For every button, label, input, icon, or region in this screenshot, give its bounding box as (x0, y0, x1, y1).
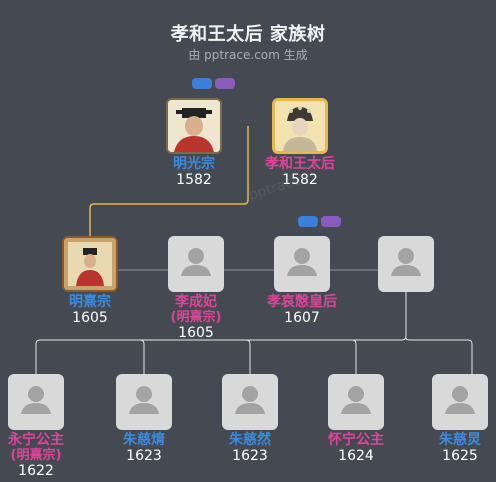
portrait-image (272, 98, 328, 154)
toggle-right-icon[interactable] (321, 216, 341, 227)
person-year: 1582 (282, 172, 318, 188)
emperor-portrait-icon (64, 238, 116, 290)
toggle-left-icon[interactable] (192, 78, 212, 89)
person-year: 1607 (284, 310, 320, 326)
person-year: 1624 (338, 448, 374, 464)
person-node-lichengfei[interactable]: 李成妃 (明熹宗) 1605 (146, 236, 246, 341)
portrait-image (62, 236, 118, 292)
person-year: 1605 (178, 325, 214, 341)
person-year: 1605 (72, 310, 108, 326)
person-name: 明熹宗 (69, 294, 111, 310)
person-node-ciyu[interactable]: 朱慈焴 1623 (94, 374, 194, 464)
person-silhouette-icon (235, 386, 265, 414)
toggle-right-icon[interactable] (215, 78, 235, 89)
child-link-trunk (35, 292, 407, 374)
person-silhouette-icon (21, 386, 51, 414)
portrait-placeholder (8, 374, 64, 430)
portrait-placeholder (432, 374, 488, 430)
person-year: 1623 (126, 448, 162, 464)
portrait-placeholder (328, 374, 384, 430)
person-silhouette-icon (341, 386, 371, 414)
person-silhouette-icon (445, 386, 475, 414)
person-node-ciran[interactable]: 朱慈然 1623 (200, 374, 300, 464)
person-name: 永宁公主 (8, 432, 64, 448)
person-silhouette-icon (287, 248, 317, 276)
person-node-xiaoai[interactable]: 孝哀慤皇后 1607 (252, 236, 352, 326)
person-name: 怀宁公主 (328, 432, 384, 448)
person-name: 孝哀慤皇后 (267, 294, 337, 310)
child-link-line (139, 339, 145, 374)
person-node-yongning[interactable]: 永宁公主 (明熹宗) 1622 (0, 374, 86, 479)
person-node-minguangzong[interactable]: 明光宗 1582 (144, 98, 244, 188)
portrait-image (166, 98, 222, 154)
page-title: 孝和王太后 家族树 (170, 24, 326, 45)
person-node-mingxizong[interactable]: 明熹宗 1605 (40, 236, 140, 326)
person-name: 明光宗 (173, 156, 215, 172)
person-node-unknown[interactable] (356, 236, 456, 292)
emperor-portrait-icon (168, 100, 220, 152)
child-link-line (351, 339, 357, 374)
person-relation: (明熹宗) (170, 310, 222, 325)
toggle-left-icon[interactable] (298, 216, 318, 227)
child-link-line (245, 339, 251, 374)
child-link-line (405, 337, 473, 374)
person-silhouette-icon (181, 248, 211, 276)
person-relation: (明熹宗) (10, 448, 62, 463)
portrait-placeholder (274, 236, 330, 292)
person-node-cijiong[interactable]: 朱慈炅 1625 (410, 374, 496, 464)
parent-link-line (89, 126, 249, 236)
person-name: 孝和王太后 (265, 156, 335, 172)
person-year: 1622 (18, 463, 54, 479)
person-year: 1582 (176, 172, 212, 188)
person-silhouette-icon (391, 248, 421, 276)
expand-toggle[interactable] (298, 212, 344, 227)
person-silhouette-icon (129, 386, 159, 414)
portrait-placeholder (116, 374, 172, 430)
person-name: 李成妃 (175, 294, 217, 310)
person-name: 朱慈然 (229, 432, 271, 448)
person-name: 朱慈焴 (123, 432, 165, 448)
page-subtitle: 由 pptrace.com 生成 (188, 48, 308, 62)
person-name: 朱慈炅 (439, 432, 481, 448)
person-node-huaining[interactable]: 怀宁公主 1624 (306, 374, 406, 464)
person-year: 1623 (232, 448, 268, 464)
portrait-placeholder (222, 374, 278, 430)
expand-toggle[interactable] (192, 74, 238, 89)
portrait-placeholder (378, 236, 434, 292)
portrait-placeholder (168, 236, 224, 292)
person-node-xiaohe[interactable]: 孝和王太后 1582 (250, 98, 350, 188)
person-year: 1625 (442, 448, 478, 464)
empress-portrait-icon (275, 101, 325, 151)
